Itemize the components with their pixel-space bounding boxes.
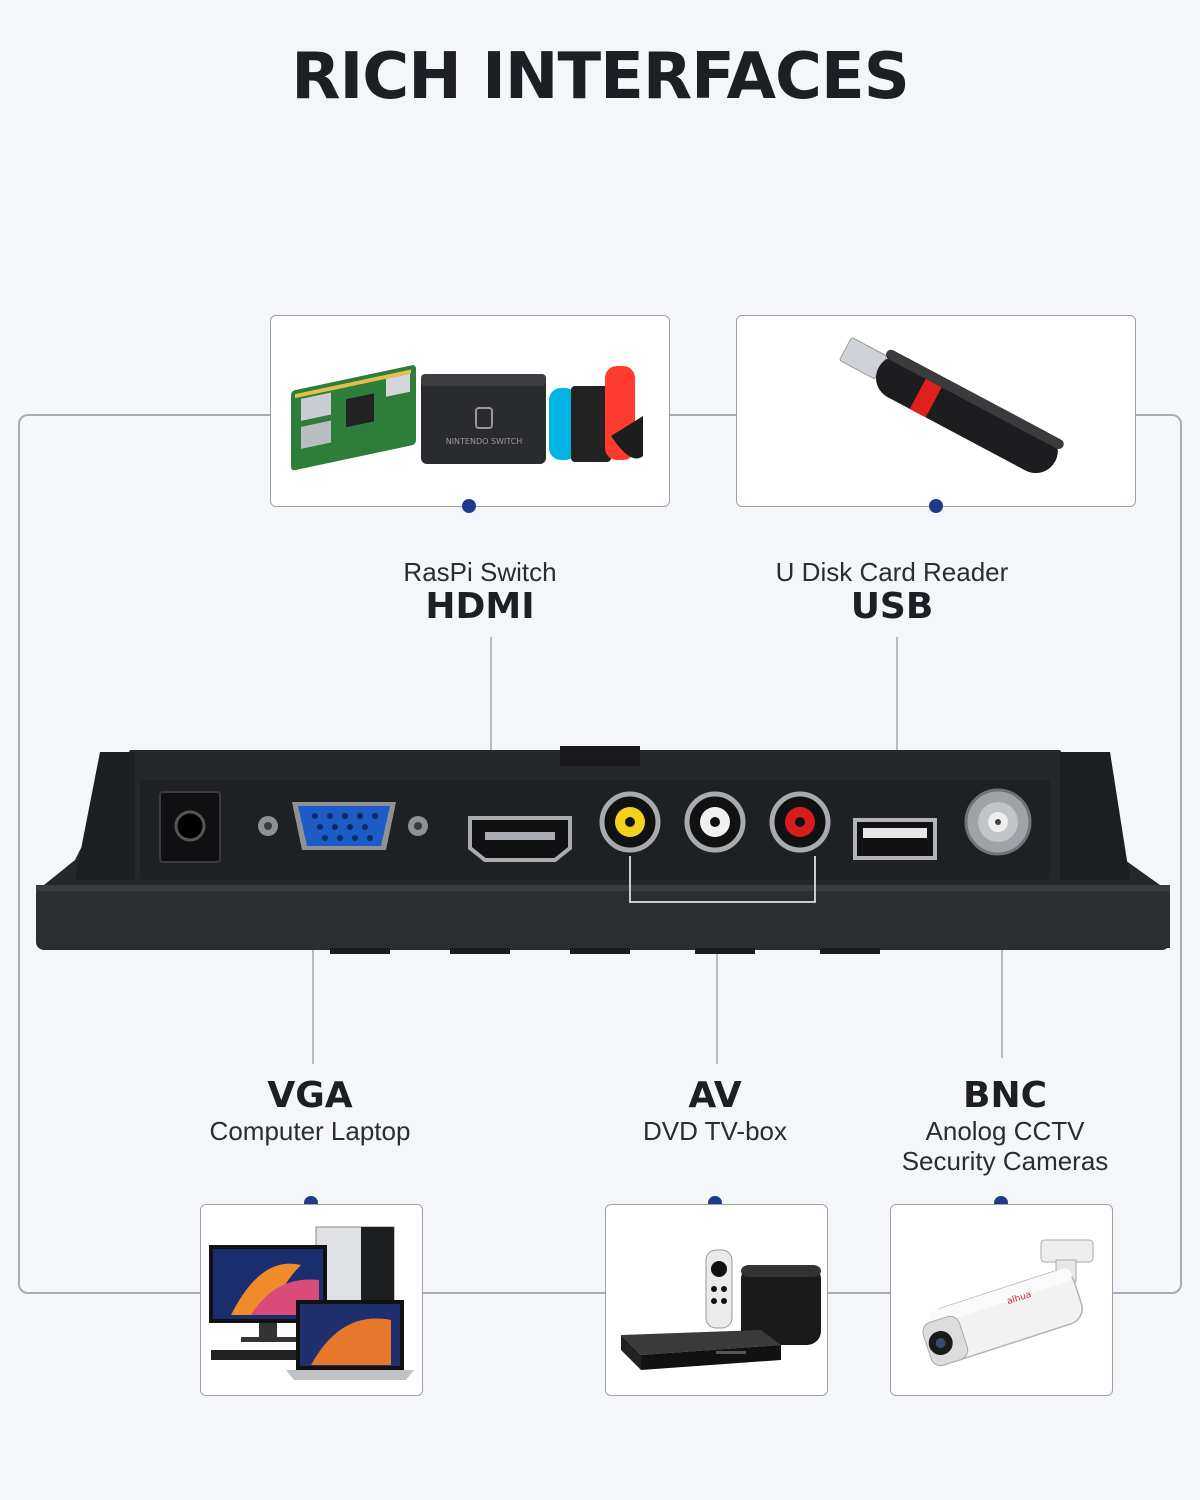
computer-laptop-image — [209, 1226, 414, 1380]
usb-port-name: USB — [850, 586, 934, 627]
hdmi-connector-dot — [462, 499, 476, 513]
cctv-camera-image: alhua — [922, 1239, 1094, 1367]
bnc-description-line2: Security Cameras — [901, 1146, 1109, 1176]
vga-leader-line — [312, 848, 314, 1064]
page-title: RICH INTERFACES — [291, 40, 910, 114]
vga-label: VGA Computer Laptop — [160, 1075, 460, 1147]
av-description: DVD TV-box — [642, 1116, 787, 1146]
hdmi-devices-card: NINTENDO SWITCH — [270, 315, 670, 507]
device-back-panel — [30, 740, 1175, 960]
bnc-port-name: BNC — [963, 1075, 1047, 1116]
usb-leader-line — [896, 637, 898, 847]
av-devices-card — [605, 1204, 828, 1396]
av-port-name: AV — [688, 1075, 742, 1116]
vga-devices-card — [200, 1204, 423, 1396]
usb-connector-dot — [929, 499, 943, 513]
dvd-tvbox-image — [621, 1249, 821, 1370]
av-leader-line — [716, 905, 718, 1064]
usb-flash-drive-image — [839, 337, 1064, 474]
bnc-description-line1: Anolog CCTV — [925, 1116, 1085, 1146]
bnc-devices-card: alhua — [890, 1204, 1113, 1396]
switch-logo-text: NINTENDO SWITCH — [446, 437, 523, 446]
vga-port-name: VGA — [267, 1075, 353, 1116]
hdmi-port-name: HDMI — [425, 586, 535, 627]
usb-label: U Disk Card Reader USB — [742, 557, 1042, 627]
av-label: AV DVD TV-box — [600, 1075, 830, 1147]
hdmi-label: RasPi Switch HDMI — [380, 557, 580, 627]
bnc-leader-line — [1001, 882, 1003, 1058]
hdmi-description: RasPi Switch — [403, 557, 557, 587]
hdmi-leader-line — [490, 637, 492, 857]
bnc-label: BNC Anolog CCTV Security Cameras — [860, 1075, 1150, 1177]
usb-description: U Disk Card Reader — [775, 557, 1009, 587]
vga-description: Computer Laptop — [209, 1116, 411, 1146]
usb-device-card — [736, 315, 1136, 507]
raspi-switch-image: NINTENDO SWITCH — [291, 365, 643, 471]
